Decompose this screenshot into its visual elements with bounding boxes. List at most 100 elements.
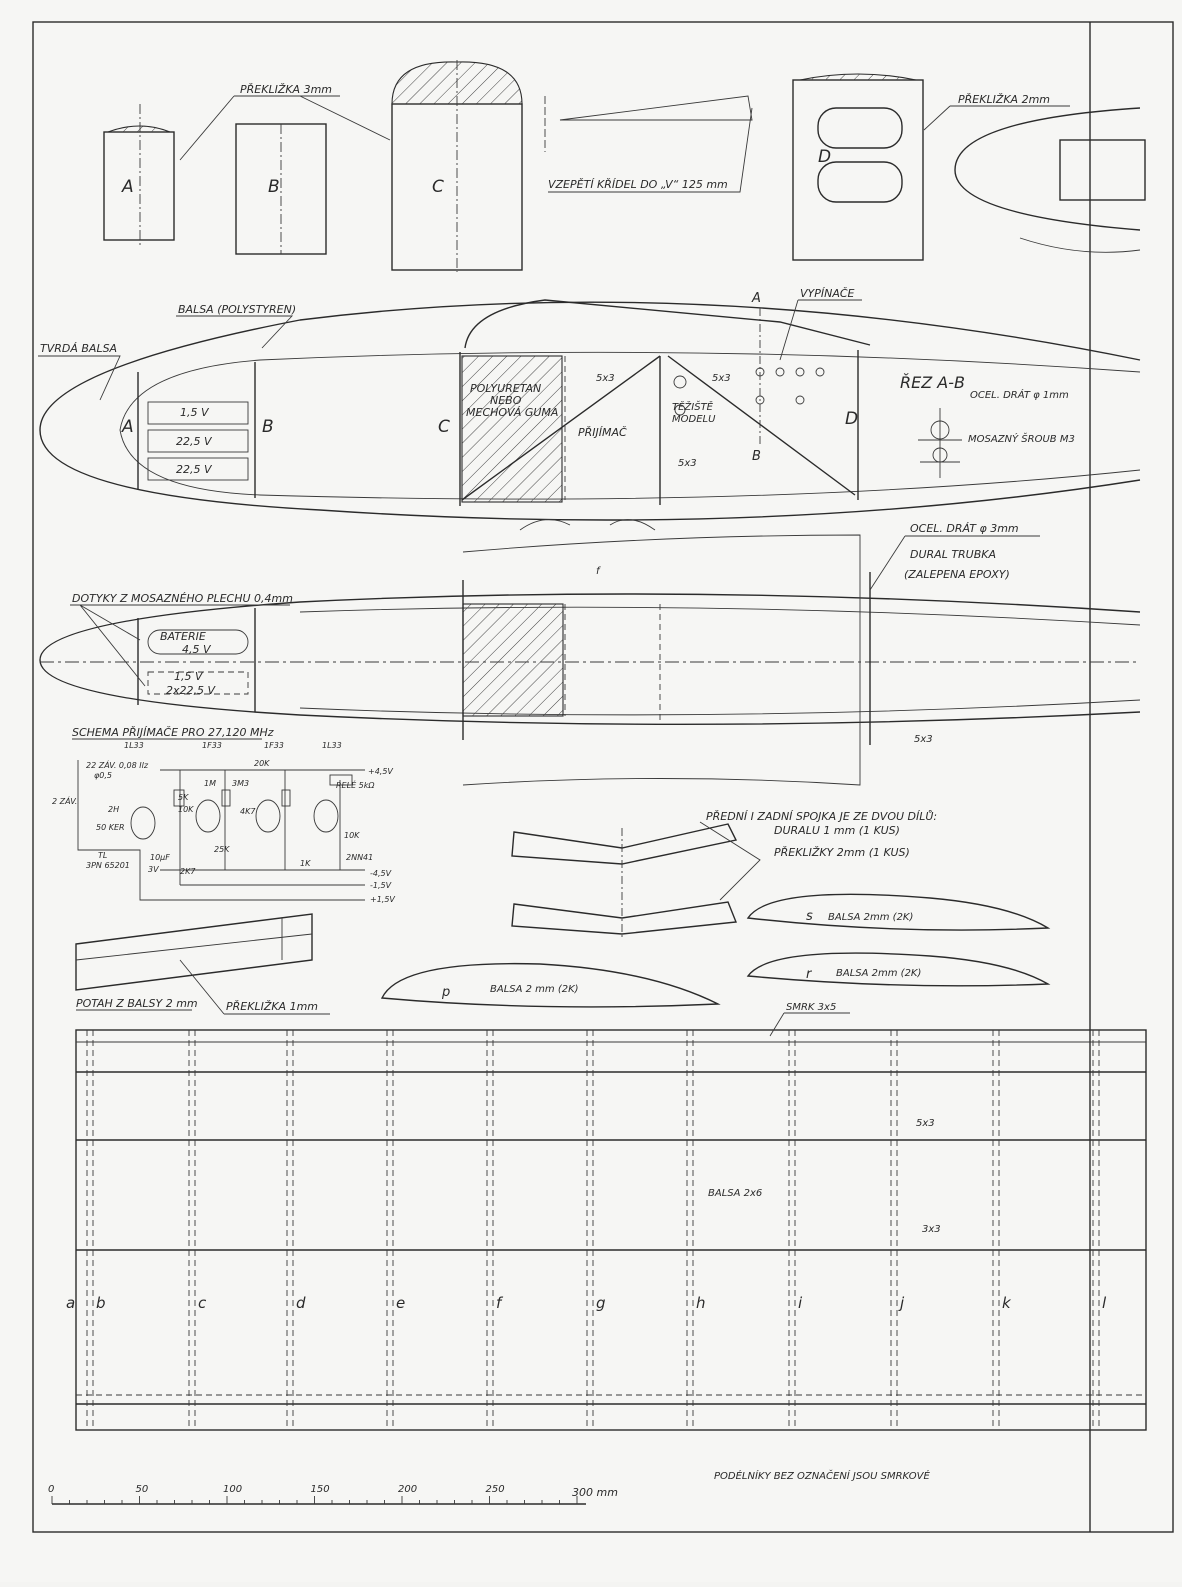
label-dotyky: DOTYKY Z MOSAZNÉHO PLECHU 0,4mm	[72, 592, 293, 605]
side-label-d: D	[845, 409, 858, 429]
label-ocel-drat-1: OCEL. DRÁT φ 1mm	[970, 388, 1069, 401]
label-zalepena-epoxy: (ZALEPENA EPOXY)	[904, 568, 1010, 581]
label-5x3-c: 5x3	[678, 458, 697, 469]
schema-part-minus15: -1,5V	[370, 881, 392, 890]
label-polyuretan: POLYURETAN	[470, 382, 541, 395]
schema-part-10k-b: 10K	[344, 831, 360, 840]
side-curve	[1019, 237, 1141, 253]
leader-ocel-drat-3	[869, 535, 1040, 591]
scale-tick-label: 250	[486, 1484, 505, 1495]
leader-preklizka-2mm	[923, 105, 1070, 131]
former-a: A	[103, 104, 175, 248]
rib-letter: k	[1002, 1294, 1012, 1312]
receiver-schematic	[77, 760, 365, 901]
leader-smrk	[769, 1012, 850, 1037]
schema-part-20k: 20K	[254, 759, 270, 768]
leader-preklizka-3mm	[179, 95, 391, 161]
scale-tick-label: 150	[311, 1484, 330, 1495]
label-ocel-drat-3: OCEL. DRÁT φ 3mm	[910, 522, 1019, 535]
schema-part-2zav: 2 ZÁV.	[52, 795, 77, 806]
schema-part-1k: 1K	[300, 859, 311, 868]
schema-title: SCHEMA PŘIJÍMAČE PRO 27,120 MHz	[72, 726, 274, 739]
label-nebo: NEBO	[490, 394, 522, 407]
rib-s: s BALSA 2mm (2K)	[746, 893, 1051, 931]
rib-letter: b	[96, 1294, 106, 1312]
rib-letter: l	[1102, 1294, 1107, 1312]
leader-dotyky	[70, 604, 290, 687]
schema-part-coil: 22 ZÁV. 0,08 Ilz	[86, 759, 149, 770]
rib-letter: c	[198, 1294, 207, 1312]
rib-letter: g	[596, 1294, 606, 1312]
schema-part-plus45: +4,5V	[368, 767, 393, 776]
schema-part-plus15: +1,5V	[370, 895, 395, 904]
label-vypinace: VYPÍNAČE	[800, 287, 855, 300]
label-mechova-guma: MECHOVÁ GUMA	[466, 406, 558, 419]
label-teziste: TĚŽIŠTĚ	[672, 400, 714, 413]
side-nose-partial	[954, 107, 1141, 231]
tube-3-label: 1F33	[264, 741, 284, 750]
side-label-b: B	[262, 417, 274, 437]
former-a-label: A	[121, 177, 134, 197]
schema-part-50ker: 50 KER	[96, 823, 125, 832]
label-preklizka-2mm: PŘEKLIŽKA 2mm	[958, 93, 1050, 106]
label-5x3-b: 5x3	[712, 373, 731, 384]
leader-vypinace	[779, 299, 862, 361]
label-prijimac: PŘIJÍMAČ	[578, 426, 627, 439]
rib-letter: h	[696, 1294, 706, 1312]
fuselage-top-view	[39, 534, 1141, 786]
label-batt-2x225: 2x22,5 V	[166, 684, 216, 697]
tube-1-label: 1L33	[124, 741, 144, 750]
schema-part-3pn: 3PN 65201	[86, 861, 130, 870]
leader-balsa	[176, 315, 294, 349]
label-spojka-1: PŘEDNÍ I ZADNÍ SPOJKA JE ZE DVOU DÍLŮ:	[706, 810, 937, 823]
label-section-a: A	[751, 291, 761, 306]
rib-letter: i	[798, 1294, 803, 1312]
label-5x3-top: 5x3	[914, 734, 933, 745]
former-b: B	[235, 123, 327, 255]
wing-tip-detail	[75, 913, 313, 991]
former-c: C	[391, 60, 523, 272]
former-d: D	[792, 73, 924, 261]
label-smrk-3x5: SMRK 3x5	[786, 1002, 836, 1013]
label-balsa-2x6: BALSA 2x6	[708, 1188, 762, 1199]
schema-part-wire: φ0,5	[94, 771, 112, 780]
rib-r-material: BALSA 2mm (2K)	[836, 968, 921, 979]
rib-letter: e	[396, 1294, 405, 1312]
rib-r-label: r	[806, 967, 813, 982]
label-podelniky: PODÉLNÍKY BEZ OZNAČENÍ JSOU SMRKOVÉ	[714, 1469, 931, 1482]
schema-part-25k: 25K	[214, 845, 230, 854]
scale-tick-label: 0	[48, 1484, 54, 1495]
label-5x3-a: 5x3	[596, 373, 615, 384]
schema-part-1m: 1M	[204, 779, 216, 788]
side-nose-box	[1059, 139, 1146, 201]
schema-part-5k: 5K	[178, 793, 189, 802]
leader-preklizka-1mm	[179, 959, 330, 1015]
label-vzepeti: VZEPĚTÍ KŘÍDEL DO „V“ 125 mm	[548, 178, 728, 191]
rib-letter: f	[496, 1294, 504, 1312]
label-dural-trubka: DURAL TRUBKA	[910, 548, 996, 561]
rib-s-material: BALSA 2mm (2K)	[828, 912, 913, 923]
schema-part-3m3: 3M3	[232, 779, 249, 788]
schema-part-2nn41: 2NN41	[346, 853, 373, 862]
label-5x3-wing: 5x3	[916, 1118, 935, 1129]
label-spojka-2: DURALU 1 mm (1 KUS)	[774, 824, 900, 837]
label-3x3-wing: 3x3	[922, 1224, 941, 1235]
rib-s-label: s	[806, 909, 813, 924]
label-rez-ab: ŘEZ A-B	[900, 373, 965, 392]
label-balsa-polystyren: BALSA (POLYSTYREN)	[178, 303, 296, 316]
rib-p-material: BALSA 2 mm (2K)	[490, 984, 579, 995]
wing-joiners	[511, 821, 761, 940]
label-batt-45: 4,5 V	[182, 643, 212, 656]
fuselage-side-view	[39, 299, 1141, 531]
label-baterie: BATERIE	[160, 630, 206, 643]
scale-bar	[51, 1496, 586, 1505]
rib-p-label: p	[441, 985, 450, 1000]
label-batt-15: 1,5 V	[180, 406, 210, 419]
scale-tick-label: 100	[223, 1484, 242, 1495]
tube-4-label: 1L33	[322, 741, 342, 750]
scale-unit: 300 mm	[572, 1486, 618, 1499]
label-top-mark: f	[596, 566, 601, 577]
